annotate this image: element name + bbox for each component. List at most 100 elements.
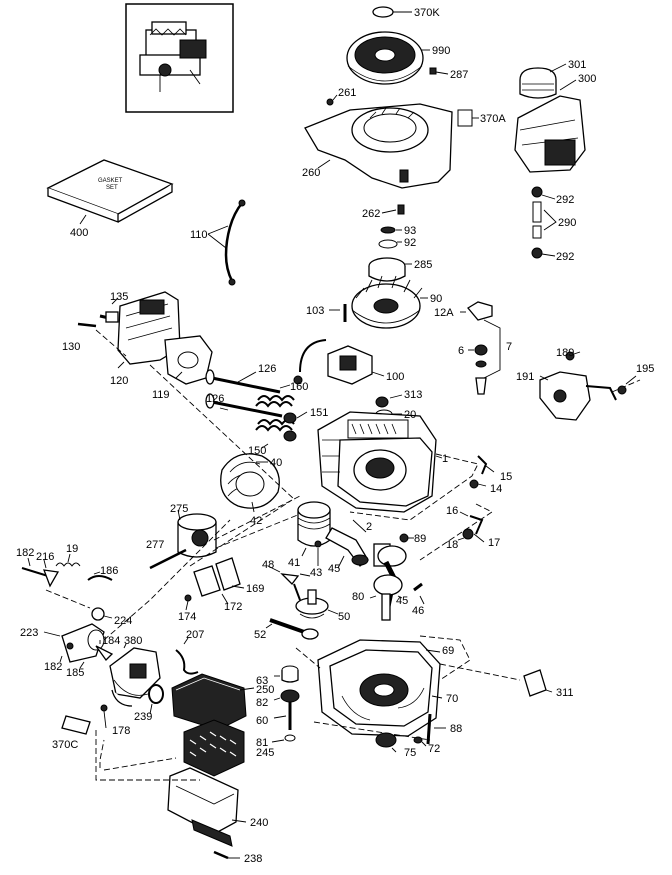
air-cleaner-base	[167, 767, 239, 847]
label-245: 245	[256, 747, 274, 759]
callout-labels: 370K 990 287 261 370A 260 262 301 300 29…	[16, 7, 654, 865]
gasket-text-2: SET	[106, 185, 118, 191]
flywheel-cup	[368, 257, 406, 282]
flywheel	[351, 275, 423, 329]
label-89: 89	[414, 533, 426, 545]
connecting-rod	[325, 527, 369, 567]
intake-elbow	[61, 623, 105, 663]
label-46: 46	[412, 605, 424, 617]
label-277: 277	[146, 539, 164, 551]
label-69: 69	[442, 645, 454, 657]
label-240: 240	[250, 817, 268, 829]
label-17: 17	[488, 537, 500, 549]
label-186: 186	[100, 565, 118, 577]
label-250: 250	[256, 684, 274, 696]
label-18: 18	[446, 539, 458, 551]
label-81: 81	[256, 737, 268, 749]
label-184: 184	[102, 635, 120, 647]
label-110: 110	[190, 229, 208, 241]
gasket-set: GASKET SET	[46, 159, 174, 223]
label-103: 103	[306, 305, 324, 317]
label-224: 224	[114, 615, 132, 627]
rewind-starter	[346, 6, 424, 85]
label-189: 189	[556, 347, 574, 359]
label-100: 100	[386, 371, 404, 383]
camshaft	[295, 589, 329, 619]
label-275: 275	[170, 503, 188, 515]
label-380: 380	[124, 635, 142, 647]
label-174: 174	[178, 611, 196, 623]
ignition-module	[293, 339, 373, 385]
label-48-a: 48	[262, 559, 274, 571]
label-292-b: 292	[556, 251, 574, 263]
label-290: 290	[558, 217, 576, 229]
label-262: 262	[362, 208, 380, 220]
label-370K: 370K	[414, 7, 440, 19]
label-72: 72	[428, 743, 440, 755]
label-126-a: 126	[258, 363, 276, 375]
label-19: 19	[66, 543, 78, 555]
crankshaft	[373, 543, 407, 621]
label-285: 285	[414, 259, 432, 271]
label-207: 207	[186, 629, 204, 641]
label-260: 260	[302, 167, 320, 179]
label-12A: 12A	[434, 307, 454, 319]
air-filter-element	[183, 719, 245, 777]
label-216: 216	[36, 551, 54, 563]
label-80: 80	[352, 591, 364, 603]
label-185: 185	[66, 667, 84, 679]
label-287: 287	[450, 69, 468, 81]
label-238: 238	[244, 853, 262, 865]
label-130: 130	[62, 341, 80, 353]
label-41: 41	[288, 557, 300, 569]
blower-housing	[304, 103, 453, 189]
label-14: 14	[490, 483, 502, 495]
control-bracket	[539, 371, 617, 421]
label-16: 16	[446, 505, 458, 517]
label-45-a: 45	[328, 563, 340, 575]
label-239: 239	[134, 711, 152, 723]
label-292-a: 292	[556, 194, 574, 206]
label-119: 119	[152, 389, 170, 401]
label-92: 92	[404, 237, 416, 249]
label-172: 172	[224, 601, 242, 613]
engine-inset	[125, 3, 234, 113]
label-45-b: 45	[396, 595, 408, 607]
fuel-tank	[514, 67, 586, 173]
label-120: 120	[110, 375, 128, 387]
label-191: 191	[516, 371, 534, 383]
label-7: 7	[506, 341, 512, 353]
label-6: 6	[458, 345, 464, 357]
engine-sump	[317, 639, 441, 737]
label-169: 169	[246, 583, 264, 595]
gasket-text-1: GASKET	[98, 178, 123, 184]
label-20: 20	[404, 409, 416, 421]
label-82: 82	[256, 697, 268, 709]
label-990: 990	[432, 45, 450, 57]
label-300: 300	[578, 73, 596, 85]
label-178: 178	[112, 725, 130, 737]
label-2: 2	[366, 521, 372, 533]
label-261: 261	[338, 87, 356, 99]
engine-block	[317, 411, 437, 513]
label-370A: 370A	[480, 113, 506, 125]
label-195: 195	[636, 363, 654, 375]
label-313: 313	[404, 389, 422, 401]
label-182-a: 182	[16, 547, 34, 559]
label-400: 400	[70, 227, 88, 239]
label-60: 60	[256, 715, 268, 727]
label-311: 311	[556, 687, 574, 699]
label-1: 1	[442, 453, 448, 465]
label-93: 93	[404, 225, 416, 237]
label-223: 223	[20, 627, 38, 639]
label-70: 70	[446, 693, 458, 705]
label-151: 151	[310, 407, 328, 419]
label-370C: 370C	[52, 739, 78, 751]
label-50: 50	[338, 611, 350, 623]
muffler-shield	[220, 453, 280, 509]
label-52: 52	[254, 629, 266, 641]
label-182-b: 182	[44, 661, 62, 673]
label-126-b: 126	[206, 393, 224, 405]
air-filter-cover	[171, 673, 247, 731]
